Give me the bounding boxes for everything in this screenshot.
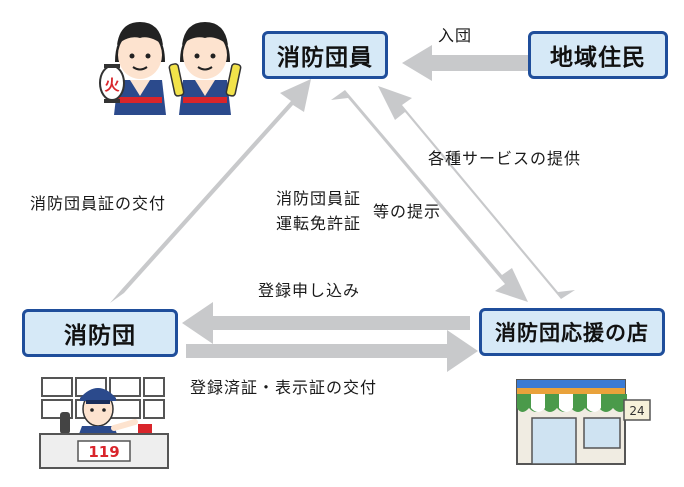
store-icon: 24 [516,379,651,465]
label-services: 各種サービスの提供 [428,149,582,168]
phone-number-label: 119 [88,443,119,461]
node-label: 消防団 [64,323,136,349]
label-present-line1: 消防団員証 [276,189,362,208]
arrow-services [378,86,575,299]
node-label: 消防団員 [277,45,373,71]
node-label: 地域住民 [550,45,646,71]
node-local-residents: 地域住民 [528,31,668,79]
label-registration: 登録申し込み [258,281,361,300]
label-present-line2: 運転免許証 [276,214,362,233]
node-supporting-shop: 消防団応援の店 [479,308,665,356]
arrow-id-issue [110,79,311,303]
lantern-char: 火 [104,76,120,94]
arrow-join [402,45,528,81]
arrow-certificate [186,330,478,372]
member-with-lightsticks-icon [168,22,242,115]
node-fire-brigade: 消防団 [22,309,178,357]
arrow-present-documents [331,90,528,302]
dispatcher-icon [60,388,138,442]
alarm-light-icon [138,424,152,434]
label-id-issue: 消防団員証の交付 [30,194,167,213]
label-present-suffix: 等の提示 [373,202,442,221]
node-label: 消防団応援の店 [495,321,649,345]
console-desk-icon: 119 [39,433,169,469]
label-certificate: 登録済証・表示証の交付 [190,378,378,397]
arrow-registration [182,302,470,344]
label-join: 入団 [438,26,473,45]
shop-sign-label: 24 [629,404,644,418]
node-fire-brigade-members: 消防団員 [262,31,388,79]
member-with-lantern-icon: 火 [99,22,166,115]
